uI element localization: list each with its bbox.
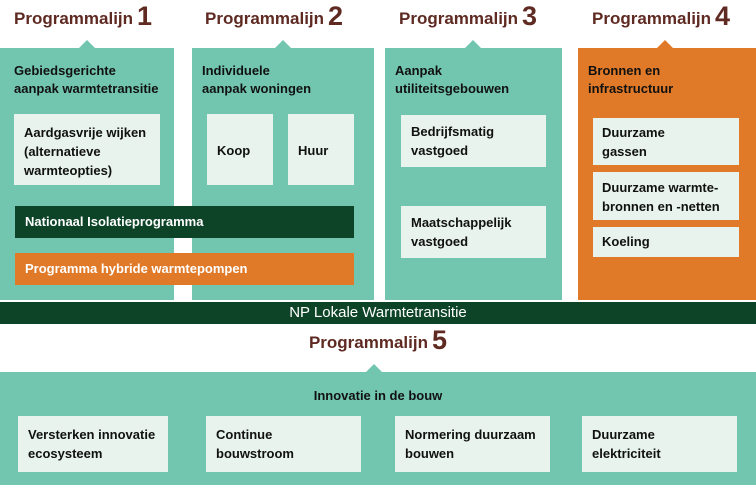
- column-notch: [465, 40, 481, 48]
- card-duurzame-warmtebronnen: Duurzame warmte- bronnen en -netten: [593, 172, 739, 220]
- column-notch: [79, 40, 95, 48]
- programmalijn-label: Programmalijn: [308, 333, 428, 352]
- programmalijn-3-header: Programmalijn 3: [399, 0, 537, 30]
- programmalijn-number: 5: [432, 325, 448, 355]
- card-maatschappelijk-vastgoed: Maatschappelijk vastgoed: [401, 206, 546, 258]
- np-lokale-warmtetransitie-band: NP Lokale Warmtetransitie: [0, 302, 756, 324]
- column-title: Bronnen en infrastructuur: [588, 63, 674, 96]
- card-versterken-innovatie-ecosysteem: Versterken innovatie ecosysteem: [18, 416, 168, 472]
- panel-title: Innovatie in de bouw: [313, 388, 443, 403]
- card-koeling: Koeling: [593, 227, 739, 257]
- column-title: Gebiedsgerichte aanpak warmtetransitie: [14, 63, 159, 96]
- card-continue-bouwstroom: Continue bouwstroom: [206, 416, 361, 472]
- column-programmalijn-3: Aanpak utiliteitsgebouwen Bedrijfsmatig …: [385, 40, 562, 300]
- card-duurzame-gassen: Duurzame gassen: [593, 118, 739, 165]
- bar-programma-hybride-warmtepompen: Programma hybride warmtepompen: [15, 253, 354, 285]
- programmalijn-4-header: Programmalijn 4: [592, 0, 730, 30]
- programmalijn-1-header: Programmalijn 1: [14, 0, 152, 30]
- column-title: Aanpak utiliteitsgebouwen: [395, 63, 510, 96]
- programmalijn-2-header: Programmalijn 2: [205, 0, 343, 30]
- programmalijn-5-header: Programmalijn 5: [0, 324, 756, 354]
- card-huur: Huur: [288, 114, 354, 185]
- card-koop: Koop: [207, 114, 273, 185]
- programmalijn-number: 4: [715, 1, 731, 31]
- programmalijn-label: Programmalijn: [205, 9, 325, 28]
- programmalijn-label: Programmalijn: [399, 9, 519, 28]
- card-duurzame-elektriciteit: Duurzame elektriciteit: [582, 416, 737, 472]
- column-notch: [657, 40, 673, 48]
- programmalijn-number: 1: [137, 1, 153, 31]
- column-programmalijn-4: Bronnen en infrastructuur Duurzame gasse…: [578, 40, 756, 300]
- card-bedrijfsmatig-vastgoed: Bedrijfsmatig vastgoed: [401, 115, 546, 167]
- programmalijn-number: 3: [522, 1, 538, 31]
- card-aardgasvrije-wijken: Aardgasvrije wijken (alternatieve warmte…: [14, 114, 160, 185]
- column-notch: [275, 40, 291, 48]
- panel-innovatie-in-de-bouw: Innovatie in de bouw Versterken innovati…: [0, 364, 756, 485]
- column-title: Individuele aanpak woningen: [202, 63, 312, 96]
- programmalijn-number: 2: [328, 1, 344, 31]
- programmalijn-label: Programmalijn: [592, 9, 712, 28]
- programmalijn-label: Programmalijn: [14, 9, 134, 28]
- bar-nationaal-isolatieprogramma: Nationaal Isolatieprogramma: [15, 206, 354, 238]
- card-normering-duurzaam-bouwen: Normering duurzaam bouwen: [395, 416, 550, 472]
- panel-notch: [366, 364, 382, 372]
